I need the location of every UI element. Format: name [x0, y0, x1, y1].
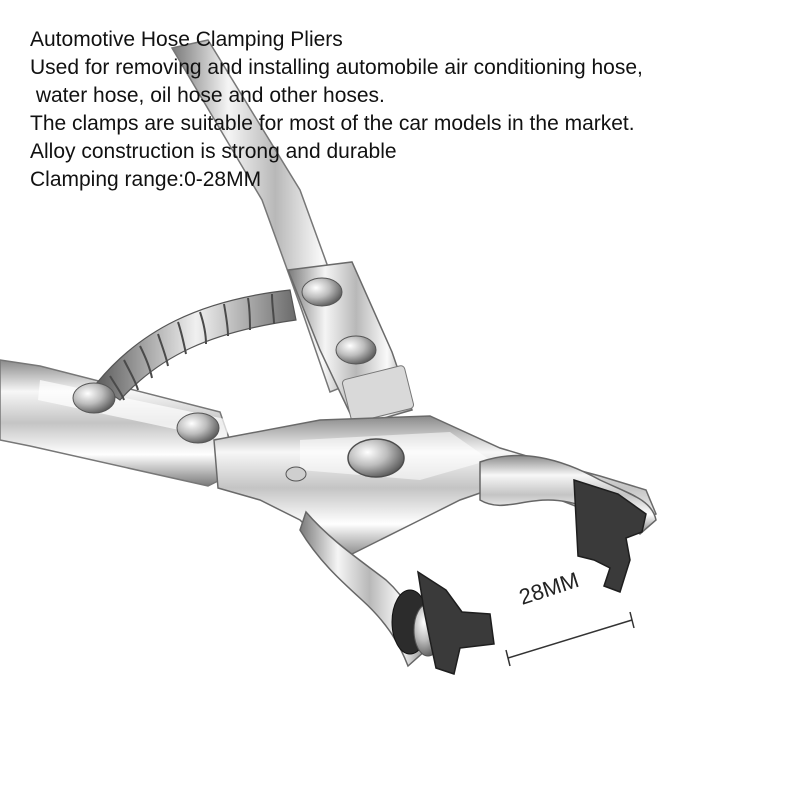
description-line: water hose, oil hose and other hoses. [30, 84, 385, 107]
clamping-range: Clamping range:0-28MM [30, 168, 262, 191]
left-jaw [299, 510, 495, 675]
right-jaw-tip [573, 478, 647, 593]
description-line: Used for removing and installing automob… [30, 56, 643, 79]
coil-spring [95, 289, 297, 401]
product-description: Automotive Hose Clamping Pliers Used for… [30, 26, 770, 194]
description-line: Alloy construction is strong and durable [30, 140, 397, 163]
left-jaw-tip [416, 570, 495, 675]
pliers-head [213, 415, 657, 561]
dimension-line [505, 611, 635, 667]
right-jaw [479, 454, 657, 593]
handle-rivets [72, 277, 377, 444]
description-line: The clamps are suitable for most of the … [30, 112, 635, 135]
product-title: Automotive Hose Clamping Pliers [30, 28, 343, 51]
